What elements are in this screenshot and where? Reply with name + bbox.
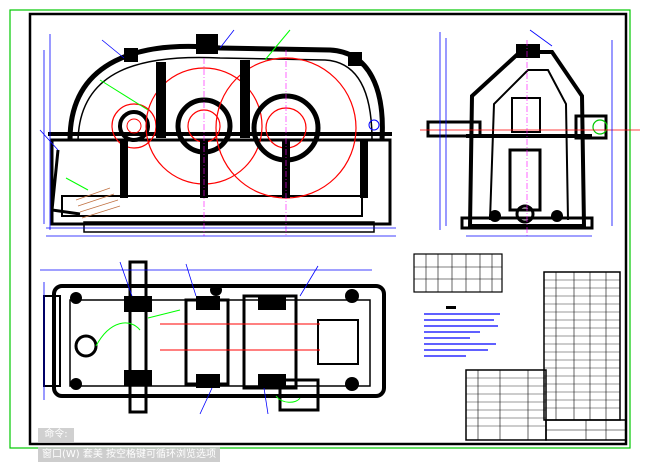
parts-list xyxy=(543,271,621,421)
technical-notes xyxy=(424,306,500,357)
paper-inner-border xyxy=(28,12,628,446)
command-status-text[interactable]: 窗口(W) 套美 按空格键可循环浏览选项 xyxy=(38,447,221,462)
paper-outer-border xyxy=(9,9,631,449)
command-prompt-label: 命令: xyxy=(38,428,74,442)
title-block xyxy=(465,369,627,441)
side-view[interactable] xyxy=(420,29,640,237)
front-view[interactable] xyxy=(39,29,396,237)
top-view[interactable] xyxy=(40,260,386,415)
parameter-table xyxy=(413,253,503,293)
